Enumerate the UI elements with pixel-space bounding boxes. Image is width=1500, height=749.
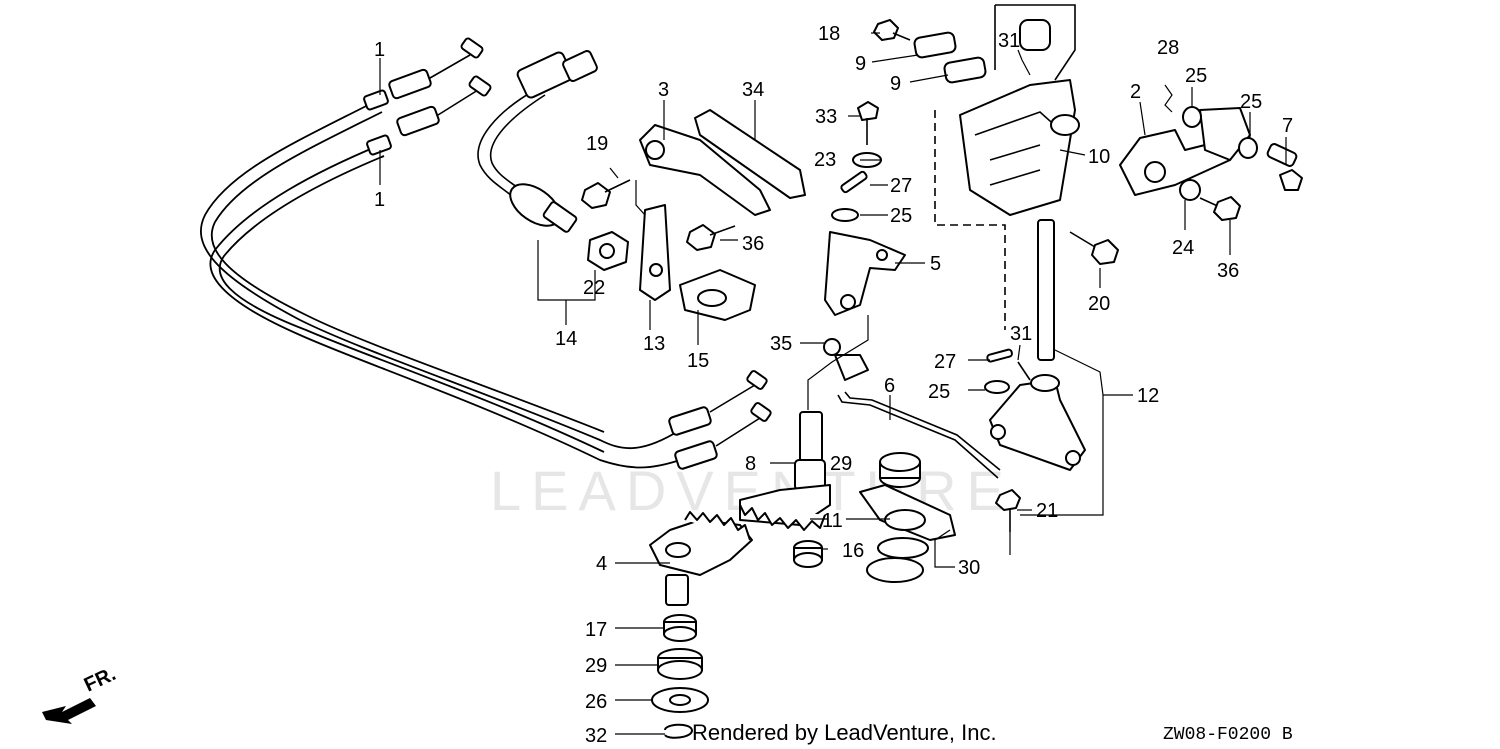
gear-teeth-8 xyxy=(739,504,826,531)
label-25d: 25 xyxy=(1240,91,1262,113)
label-10: 10 xyxy=(1088,146,1110,168)
bushing-29b xyxy=(657,648,703,680)
bushing-16 xyxy=(793,540,823,568)
front-direction-arrow: FR. xyxy=(42,663,119,724)
pin-27a xyxy=(840,170,868,194)
label-36b: 36 xyxy=(1217,260,1239,282)
label-14: 14 xyxy=(555,328,577,350)
plate-9a xyxy=(913,31,957,59)
bushing-29a xyxy=(879,452,921,488)
washer-30 xyxy=(866,557,924,583)
washer-26 xyxy=(651,687,709,713)
bolt-21 xyxy=(995,489,1021,532)
diagram-code: ZW08-F0200 B xyxy=(1163,725,1293,745)
label-35: 35 xyxy=(770,333,792,355)
gear-4 xyxy=(649,511,753,606)
callout-labels: 1 1 2 3 4 5 6 7 8 9 9 10 11 12 13 14 15 … xyxy=(374,23,1293,747)
label-12: 12 xyxy=(1137,385,1159,407)
bolt-20 xyxy=(1069,231,1119,265)
clip-28 xyxy=(1164,84,1173,113)
label-33: 33 xyxy=(815,106,837,128)
bracket-10-frame xyxy=(995,4,1076,81)
arm-11 xyxy=(859,484,956,541)
label-11: 11 xyxy=(822,510,843,532)
label-23: 23 xyxy=(814,149,836,171)
leader-lines xyxy=(379,32,1287,735)
label-32: 32 xyxy=(585,725,607,747)
label-17: 17 xyxy=(585,619,607,641)
washer-25a xyxy=(831,208,859,222)
label-22: 22 xyxy=(583,277,605,299)
plate-13 xyxy=(639,204,756,321)
label-31b: 31 xyxy=(1010,323,1032,345)
label-25a: 25 xyxy=(890,205,912,227)
neutral-switch xyxy=(477,50,629,271)
credit-text: Rendered by LeadVenture, Inc. xyxy=(692,720,997,745)
label-36a: 36 xyxy=(742,233,764,255)
bolt-36a xyxy=(686,224,736,251)
bolt-19 xyxy=(581,179,631,209)
label-8: 8 xyxy=(745,453,756,475)
label-24: 24 xyxy=(1172,237,1194,259)
label-31a: 31 xyxy=(998,30,1020,52)
bracket-10 xyxy=(959,19,1080,216)
control-cables xyxy=(200,37,772,470)
washer-24 xyxy=(1179,179,1201,201)
label-1a: 1 xyxy=(374,39,385,61)
rod-6-b xyxy=(844,391,1001,471)
front-marker-label: FR. xyxy=(81,663,119,697)
label-1b: 1 xyxy=(374,189,385,211)
label-29b: 29 xyxy=(585,655,607,677)
dashed-guide-10 xyxy=(934,110,1006,330)
bolt-36b xyxy=(1199,196,1241,221)
bracket-3 xyxy=(639,109,806,216)
spring-30 xyxy=(877,537,929,559)
label-9b: 9 xyxy=(890,73,901,95)
label-3: 3 xyxy=(658,79,669,101)
label-9a: 9 xyxy=(855,53,866,75)
label-30: 30 xyxy=(958,557,980,579)
label-19: 19 xyxy=(586,133,608,155)
bolt-18 xyxy=(873,19,911,41)
label-21: 21 xyxy=(1036,500,1058,522)
label-25b: 25 xyxy=(928,381,950,403)
rod-6 xyxy=(837,394,999,479)
label-34: 34 xyxy=(742,79,764,101)
joint-35 xyxy=(823,338,869,381)
label-7: 7 xyxy=(1282,115,1293,137)
washer-25c xyxy=(1182,106,1202,128)
pin-7 xyxy=(1266,143,1303,191)
bolt-33 xyxy=(857,101,879,145)
pin-31a xyxy=(1021,59,1031,76)
label-18: 18 xyxy=(818,23,840,45)
label-28: 28 xyxy=(1157,37,1179,59)
pin-31b xyxy=(1017,361,1031,381)
pin-27b xyxy=(986,348,1013,363)
label-13: 13 xyxy=(643,333,665,355)
label-2: 2 xyxy=(1130,81,1141,103)
label-4: 4 xyxy=(596,553,607,575)
label-26: 26 xyxy=(585,691,607,713)
washer-25b xyxy=(984,380,1010,394)
label-15: 15 xyxy=(687,350,709,372)
clip-32 xyxy=(664,723,693,739)
label-6: 6 xyxy=(884,375,895,397)
label-29a: 29 xyxy=(830,453,852,475)
bushing-17 xyxy=(663,614,697,642)
label-5: 5 xyxy=(930,253,941,275)
arm-5 xyxy=(824,231,906,316)
label-16: 16 xyxy=(842,540,864,562)
washer-25d xyxy=(1238,137,1258,159)
label-20: 20 xyxy=(1088,293,1110,315)
label-27b: 27 xyxy=(934,351,956,373)
label-25c: 25 xyxy=(1185,65,1207,87)
plate-9b xyxy=(943,56,987,84)
shaft-12 xyxy=(989,219,1086,471)
label-27a: 27 xyxy=(890,175,912,197)
